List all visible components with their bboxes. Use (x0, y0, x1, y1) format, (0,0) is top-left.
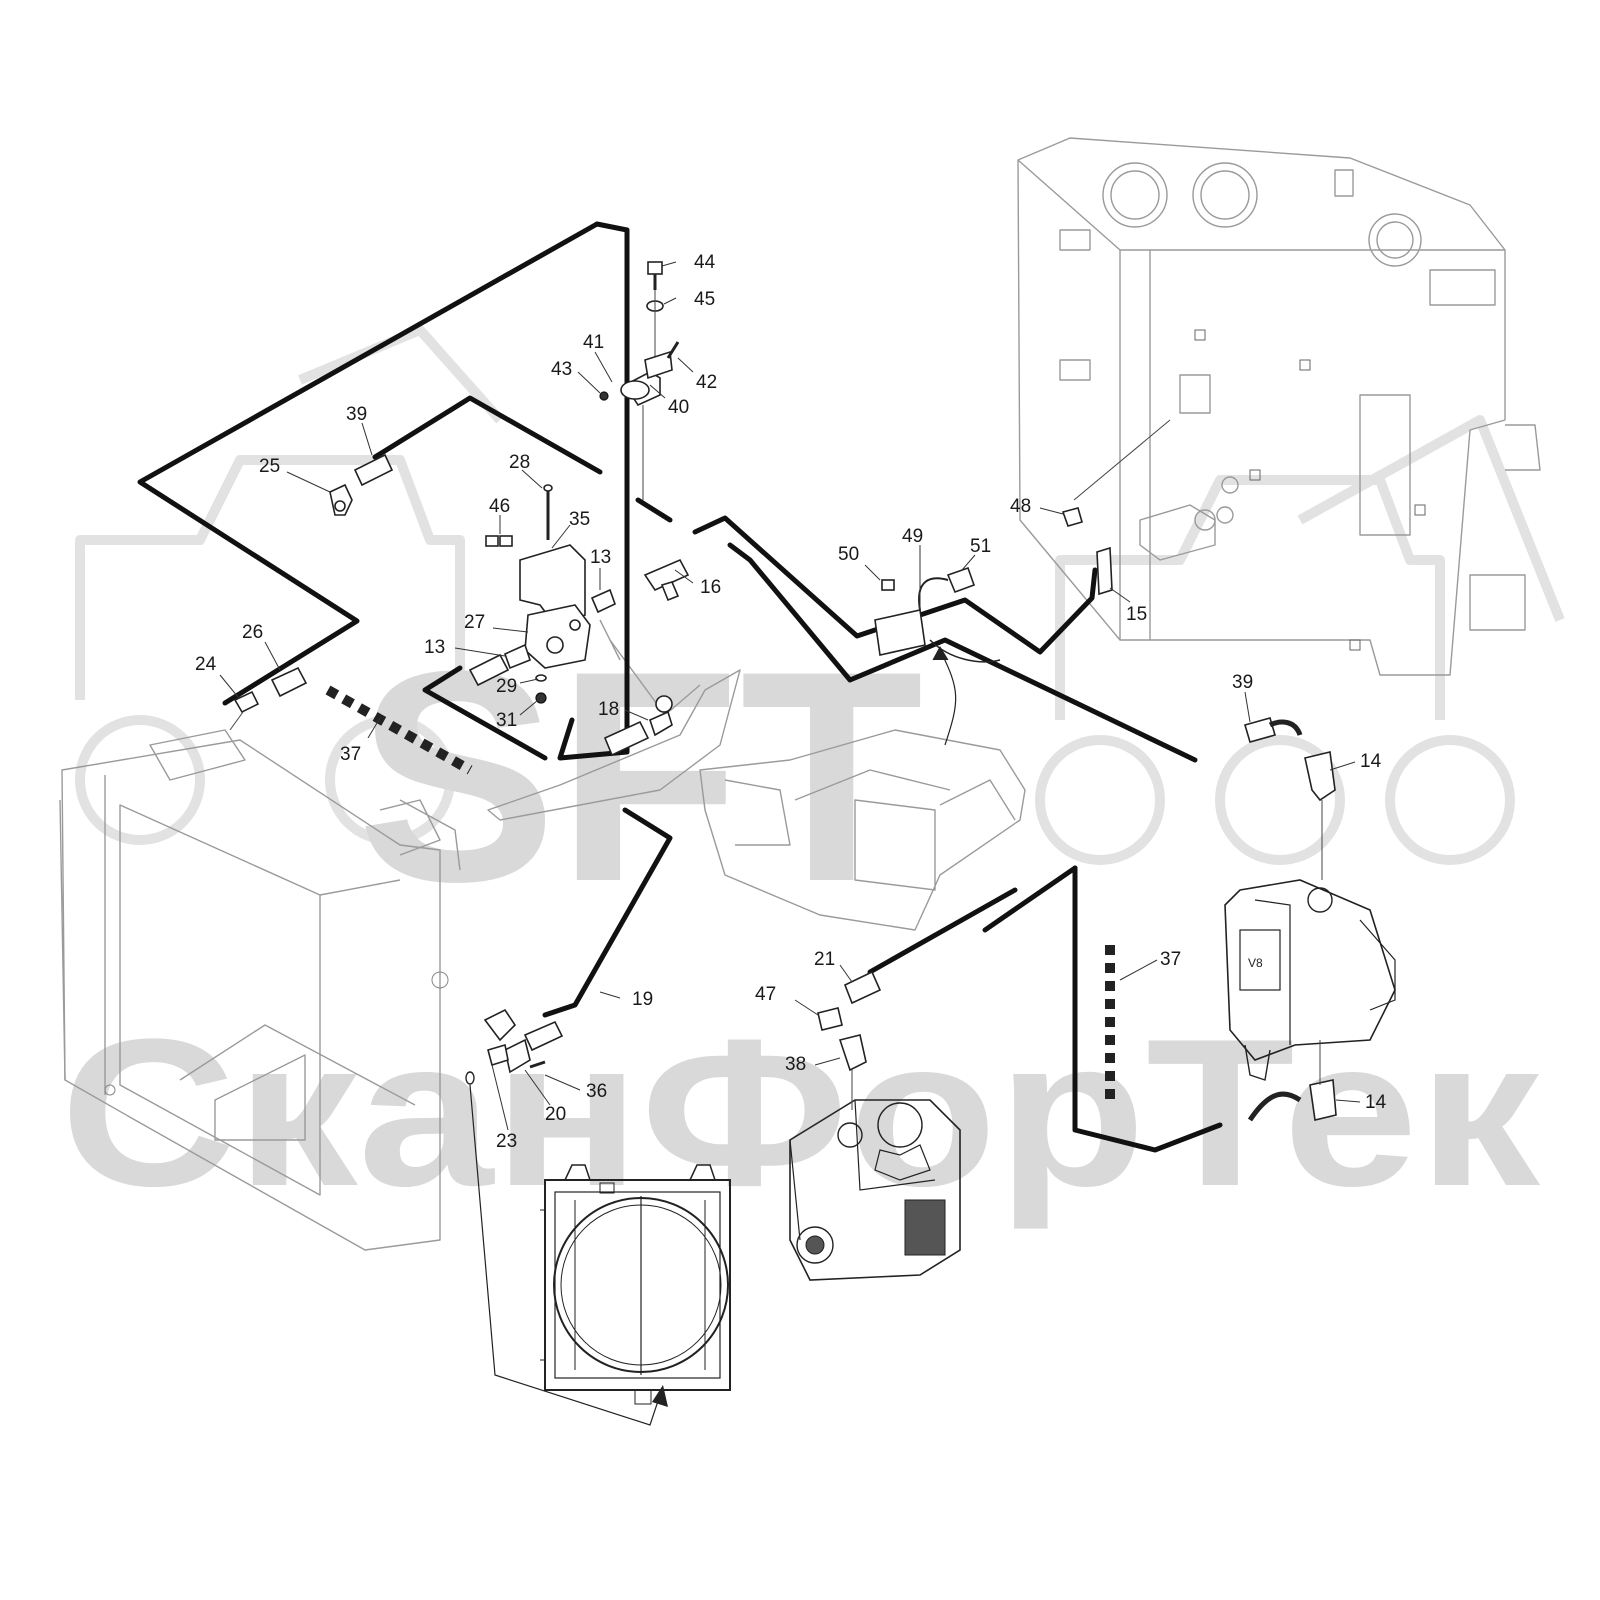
callout-16: 16 (700, 577, 721, 598)
callout-39-lower: 39 (1232, 672, 1253, 693)
callout-46: 46 (489, 496, 510, 517)
callout-40: 40 (668, 397, 689, 418)
callout-38: 38 (785, 1054, 806, 1075)
callout-42: 42 (696, 372, 717, 393)
callout-27: 27 (464, 612, 485, 633)
callout-41: 41 (583, 332, 604, 353)
watermark-brand: СканФорТек (60, 995, 1541, 1230)
callout-45: 45 (694, 289, 715, 310)
hoses (137, 221, 1223, 1153)
cooler-frame (59, 729, 461, 1251)
callout-14-upper: 14 (1360, 751, 1382, 772)
callout-14-lower: 14 (1365, 1092, 1387, 1113)
callout-23: 23 (496, 1131, 517, 1152)
radiator (469, 1084, 731, 1426)
callout-51: 51 (970, 536, 991, 557)
callout-20: 20 (545, 1104, 566, 1125)
callout-19: 19 (632, 989, 653, 1010)
callout-50: 50 (838, 544, 859, 565)
callout-25: 25 (259, 456, 280, 477)
callout-29: 29 (496, 676, 517, 697)
callout-28: 28 (509, 452, 530, 473)
callout-36: 36 (586, 1081, 607, 1102)
callout-47: 47 (755, 984, 776, 1005)
callout-13-lower: 13 (424, 637, 445, 658)
hydraulic-pump-lower (789, 1099, 961, 1281)
watermark-machine-left (75, 325, 504, 845)
callout-49: 49 (902, 526, 923, 547)
hydraulic-motor-right: V8 (1224, 879, 1396, 1081)
callout-43: 43 (551, 359, 572, 380)
machine-frame (1017, 137, 1541, 676)
callout-37-upper: 37 (340, 744, 361, 765)
callout-48: 48 (1010, 496, 1031, 517)
callout-44: 44 (694, 252, 716, 273)
callout-35: 35 (569, 509, 590, 530)
callout-15: 15 (1126, 604, 1147, 625)
callout-37-right: 37 (1160, 949, 1181, 970)
svg-text:V8: V8 (1248, 956, 1263, 970)
callout-18: 18 (598, 699, 619, 720)
leader-lines (219, 261, 1361, 1131)
callout-31: 31 (496, 710, 517, 731)
callout-24: 24 (195, 654, 217, 675)
callout-labels: 44 45 41 43 42 40 39 25 28 46 35 13 16 2… (195, 252, 1387, 1152)
callout-26: 26 (242, 622, 263, 643)
callout-39: 39 (346, 404, 367, 425)
fittings (229, 261, 1337, 1122)
chassis (699, 645, 1026, 931)
callout-21: 21 (814, 949, 835, 970)
callout-13-upper: 13 (590, 547, 611, 568)
